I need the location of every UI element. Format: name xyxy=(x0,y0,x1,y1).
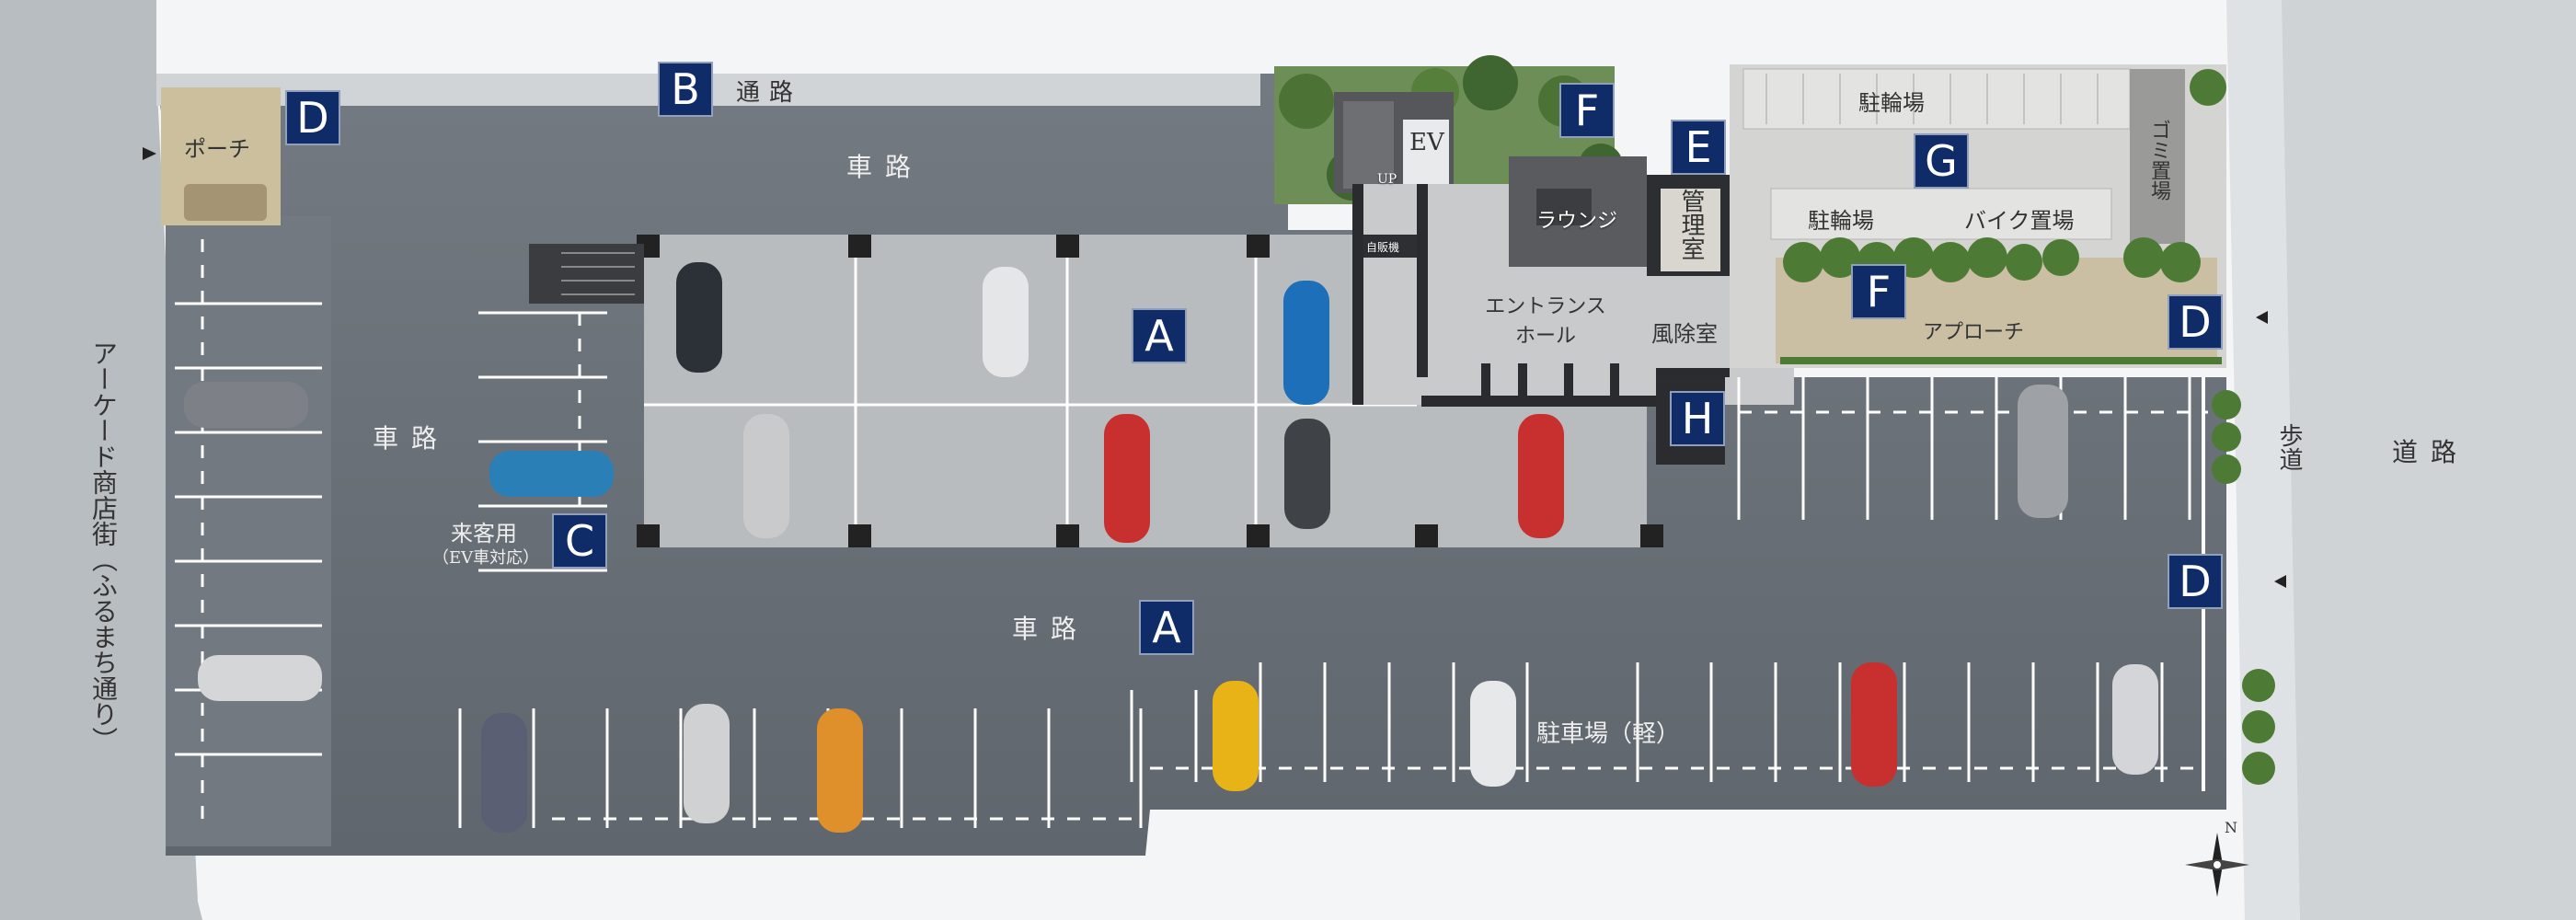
stairs-left-treads xyxy=(561,252,635,295)
badge-f-garden: F xyxy=(1559,83,1615,138)
vending xyxy=(1362,235,1417,258)
badge-a-lower: A xyxy=(1139,600,1194,655)
covered-parking-lines xyxy=(644,235,1417,547)
badge-d-lot: D xyxy=(2168,554,2223,609)
left-street xyxy=(0,0,202,920)
left-aisle xyxy=(166,216,331,846)
badge-e: E xyxy=(1671,120,1726,175)
elevator-label: EV xyxy=(1409,129,1444,156)
cars xyxy=(184,262,2158,833)
vending-machine-label: 自販機 xyxy=(1366,241,1400,254)
pillars xyxy=(637,235,1663,547)
badge-d-porch: D xyxy=(285,90,340,145)
porch-plant xyxy=(184,184,267,221)
arcade-street-label: アーケード商店街（ふるまち通り） xyxy=(88,340,119,753)
badge-d-approach: D xyxy=(2168,294,2223,350)
visitor-parking-note: （EV車対応） xyxy=(432,548,540,568)
bike-rack-top-lines xyxy=(1765,74,2099,124)
compass-rose xyxy=(2185,833,2249,897)
management-room-inner xyxy=(1661,189,1720,271)
entry-arrows xyxy=(143,147,2286,588)
right-main-road xyxy=(2272,0,2576,920)
driveway-top-label: 車路 xyxy=(846,152,925,182)
badge-b: B xyxy=(658,62,713,117)
light-car-parking-label: 駐車場（軽） xyxy=(1536,720,1681,748)
stairs-up-label: UP xyxy=(1377,172,1397,187)
lounge-label: ラウンジ xyxy=(1536,210,1618,233)
stairs-up xyxy=(1343,101,1394,189)
main-road-label: 道路 xyxy=(2392,437,2470,467)
bike-rack-bottom xyxy=(1770,188,2112,240)
porch-label: ポーチ xyxy=(184,136,250,162)
badge-c: C xyxy=(552,513,607,569)
bike-parking-label: バイク置場 xyxy=(1964,208,2075,234)
building-walls xyxy=(1352,184,1730,407)
passage-label: 通路 xyxy=(736,79,803,107)
badge-f-approach: F xyxy=(1851,264,1906,319)
bike-rack-top xyxy=(1742,68,2131,130)
compass-label: N xyxy=(2225,819,2237,836)
lounge-table xyxy=(1536,189,1592,225)
garbage-room xyxy=(2130,69,2185,244)
badge-a-upper: A xyxy=(1132,308,1187,363)
bicycle-parking-top-label: 駐輪場 xyxy=(1858,90,1925,116)
garbage-area-label: ゴミ置場 xyxy=(2147,120,2170,201)
entrance-hall-label: エントランスホール xyxy=(1485,295,1606,348)
windbreak-room-label: 風除室 xyxy=(1651,321,1718,347)
management-office-label: 管理室 xyxy=(1677,189,1705,260)
parking-lines xyxy=(175,302,2191,828)
visitor-parking-label: 来客用 xyxy=(451,521,517,546)
driveway-bottom-label: 車路 xyxy=(1012,614,1090,644)
bicycle-parking-bottom-label: 駐輪場 xyxy=(1808,208,1874,234)
approach-label: アプローチ xyxy=(1923,321,2025,344)
badge-g: G xyxy=(1914,133,1969,189)
driveway-left-label: 車路 xyxy=(373,423,451,454)
badge-h: H xyxy=(1670,391,1725,446)
approach-hedge xyxy=(1780,69,2275,785)
elevator xyxy=(1403,120,1449,189)
sidewalk-label: 歩道 xyxy=(2275,423,2303,471)
